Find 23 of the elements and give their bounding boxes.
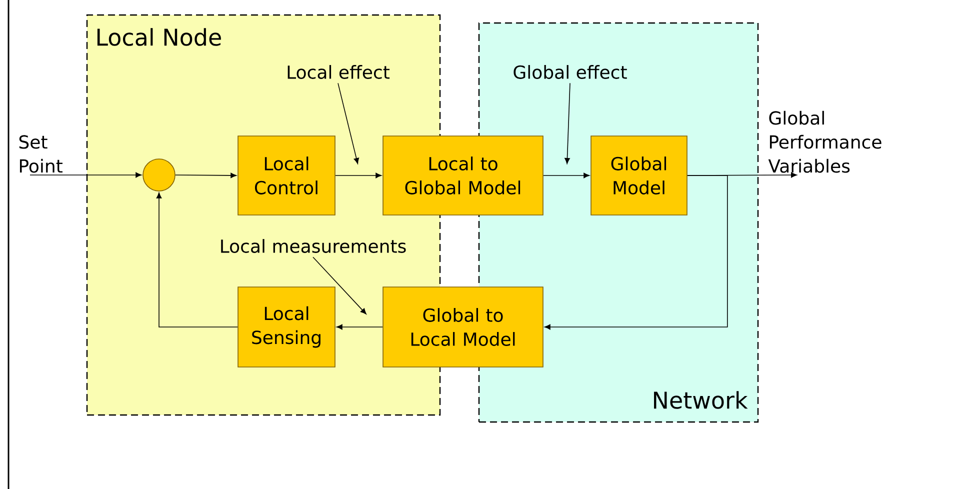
arrow <box>175 172 237 178</box>
region-title: Network <box>654 391 748 409</box>
arrow <box>543 172 590 178</box>
process-box: Local to Global Model <box>382 136 544 216</box>
process-box: Local Sensing <box>238 286 336 368</box>
annotation-text: Local effect <box>288 65 390 79</box>
annotation-text: Local measurements <box>221 239 406 253</box>
leader-line <box>564 82 570 164</box>
arrow <box>336 324 383 330</box>
arrow <box>335 172 382 178</box>
process-box: Global Model <box>590 136 688 216</box>
output-label: Global Performance Variables <box>768 110 882 173</box>
annotation-text: Global effect <box>514 65 627 79</box>
summing-junction <box>142 158 176 192</box>
region-title: Local Node <box>97 28 221 46</box>
leader-line <box>312 256 366 314</box>
process-box: Global to Local Model <box>382 286 544 368</box>
arrow <box>156 192 238 328</box>
leader-line <box>338 82 360 164</box>
arrow <box>544 175 728 330</box>
input-label: Set Point <box>19 135 62 173</box>
arrow <box>30 172 142 178</box>
process-box: Local Control <box>238 136 336 216</box>
